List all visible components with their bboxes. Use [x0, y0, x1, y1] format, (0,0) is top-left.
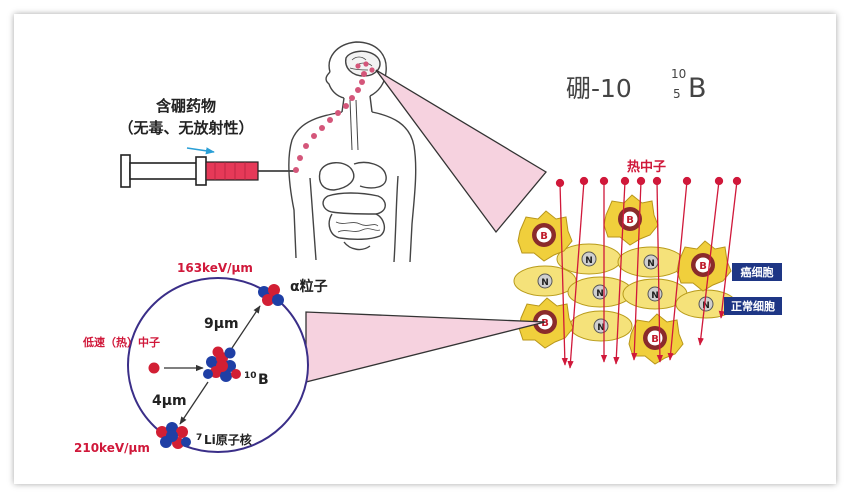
- normal-cell-label: N: [702, 301, 710, 311]
- boron-mass-number: 10: [671, 67, 686, 81]
- li-arrow: [179, 381, 209, 425]
- normal-cell-label: N: [597, 323, 605, 333]
- tumor-cell: B: [517, 210, 573, 262]
- alpha-arrow: [231, 305, 261, 349]
- tumor-cell-label: B: [699, 261, 707, 272]
- li-label: Li原子核: [204, 432, 252, 447]
- normal-cell: N: [513, 265, 577, 297]
- normal-cell-label: N: [596, 289, 604, 299]
- tumor-cell: B: [603, 194, 659, 246]
- alpha-label: α粒子: [290, 278, 328, 295]
- alpha-energy-label: 163keV/μm: [177, 261, 253, 275]
- tumor-cell: B: [676, 240, 732, 292]
- cell-cluster: N N N N N: [513, 194, 737, 365]
- normal-cell-tag: 正常细胞: [724, 297, 782, 315]
- normal-cell: N: [617, 246, 685, 278]
- boron-nucleus: [203, 346, 241, 382]
- normal-cell-label: N: [585, 256, 593, 266]
- tumor-cell-tag: 癌细胞: [732, 263, 782, 281]
- normal-cell-label: N: [647, 259, 655, 269]
- boron-symbol-small: B: [258, 372, 269, 388]
- tumor-cell-tag-text: 癌细胞: [741, 265, 774, 279]
- normal-cell-label: N: [541, 278, 549, 288]
- thermal-neutron: [148, 362, 160, 374]
- tumor-cell-label: B: [626, 215, 634, 226]
- tumor-cell: B: [628, 313, 684, 365]
- li-mass-sup: 7: [196, 433, 202, 443]
- normal-cell: N: [567, 276, 633, 308]
- drug-title: 含硼药物: [156, 97, 216, 115]
- normal-cell: N: [622, 278, 688, 310]
- li-range-label: 4μm: [152, 393, 187, 409]
- tumor-cell-label: B: [540, 231, 548, 242]
- zoom-beam-brain: [375, 69, 547, 234]
- zoom-beam-cell: [305, 311, 546, 383]
- alpha-particle: [258, 284, 284, 306]
- beam-label: 热中子: [627, 159, 666, 175]
- boron-symbol: B: [688, 73, 707, 104]
- li-energy-label: 210keV/μm: [74, 441, 150, 455]
- neutron-label: 低速（热）中子: [82, 335, 160, 349]
- drug-path-dots: [293, 61, 375, 173]
- injection-arrow: [186, 147, 215, 155]
- alpha-range-label: 9μm: [204, 316, 239, 332]
- boron-mass-sup: 10: [244, 371, 257, 381]
- boron-atomic-number: 5: [673, 87, 681, 101]
- drug-subtitle: （无毒、无放射性）: [118, 119, 253, 137]
- normal-cell-tag-text: 正常细胞: [731, 299, 775, 313]
- neutron-beams: [555, 176, 742, 369]
- human-body: [288, 41, 417, 263]
- tumor-cell-label: B: [541, 318, 549, 329]
- boron-name: 硼-10: [566, 74, 632, 103]
- syringe: [120, 154, 294, 188]
- tumor-cell-label: B: [651, 334, 659, 345]
- li-nucleus: [156, 422, 191, 449]
- normal-cell-label: N: [651, 291, 659, 301]
- normal-cell: N: [569, 310, 633, 342]
